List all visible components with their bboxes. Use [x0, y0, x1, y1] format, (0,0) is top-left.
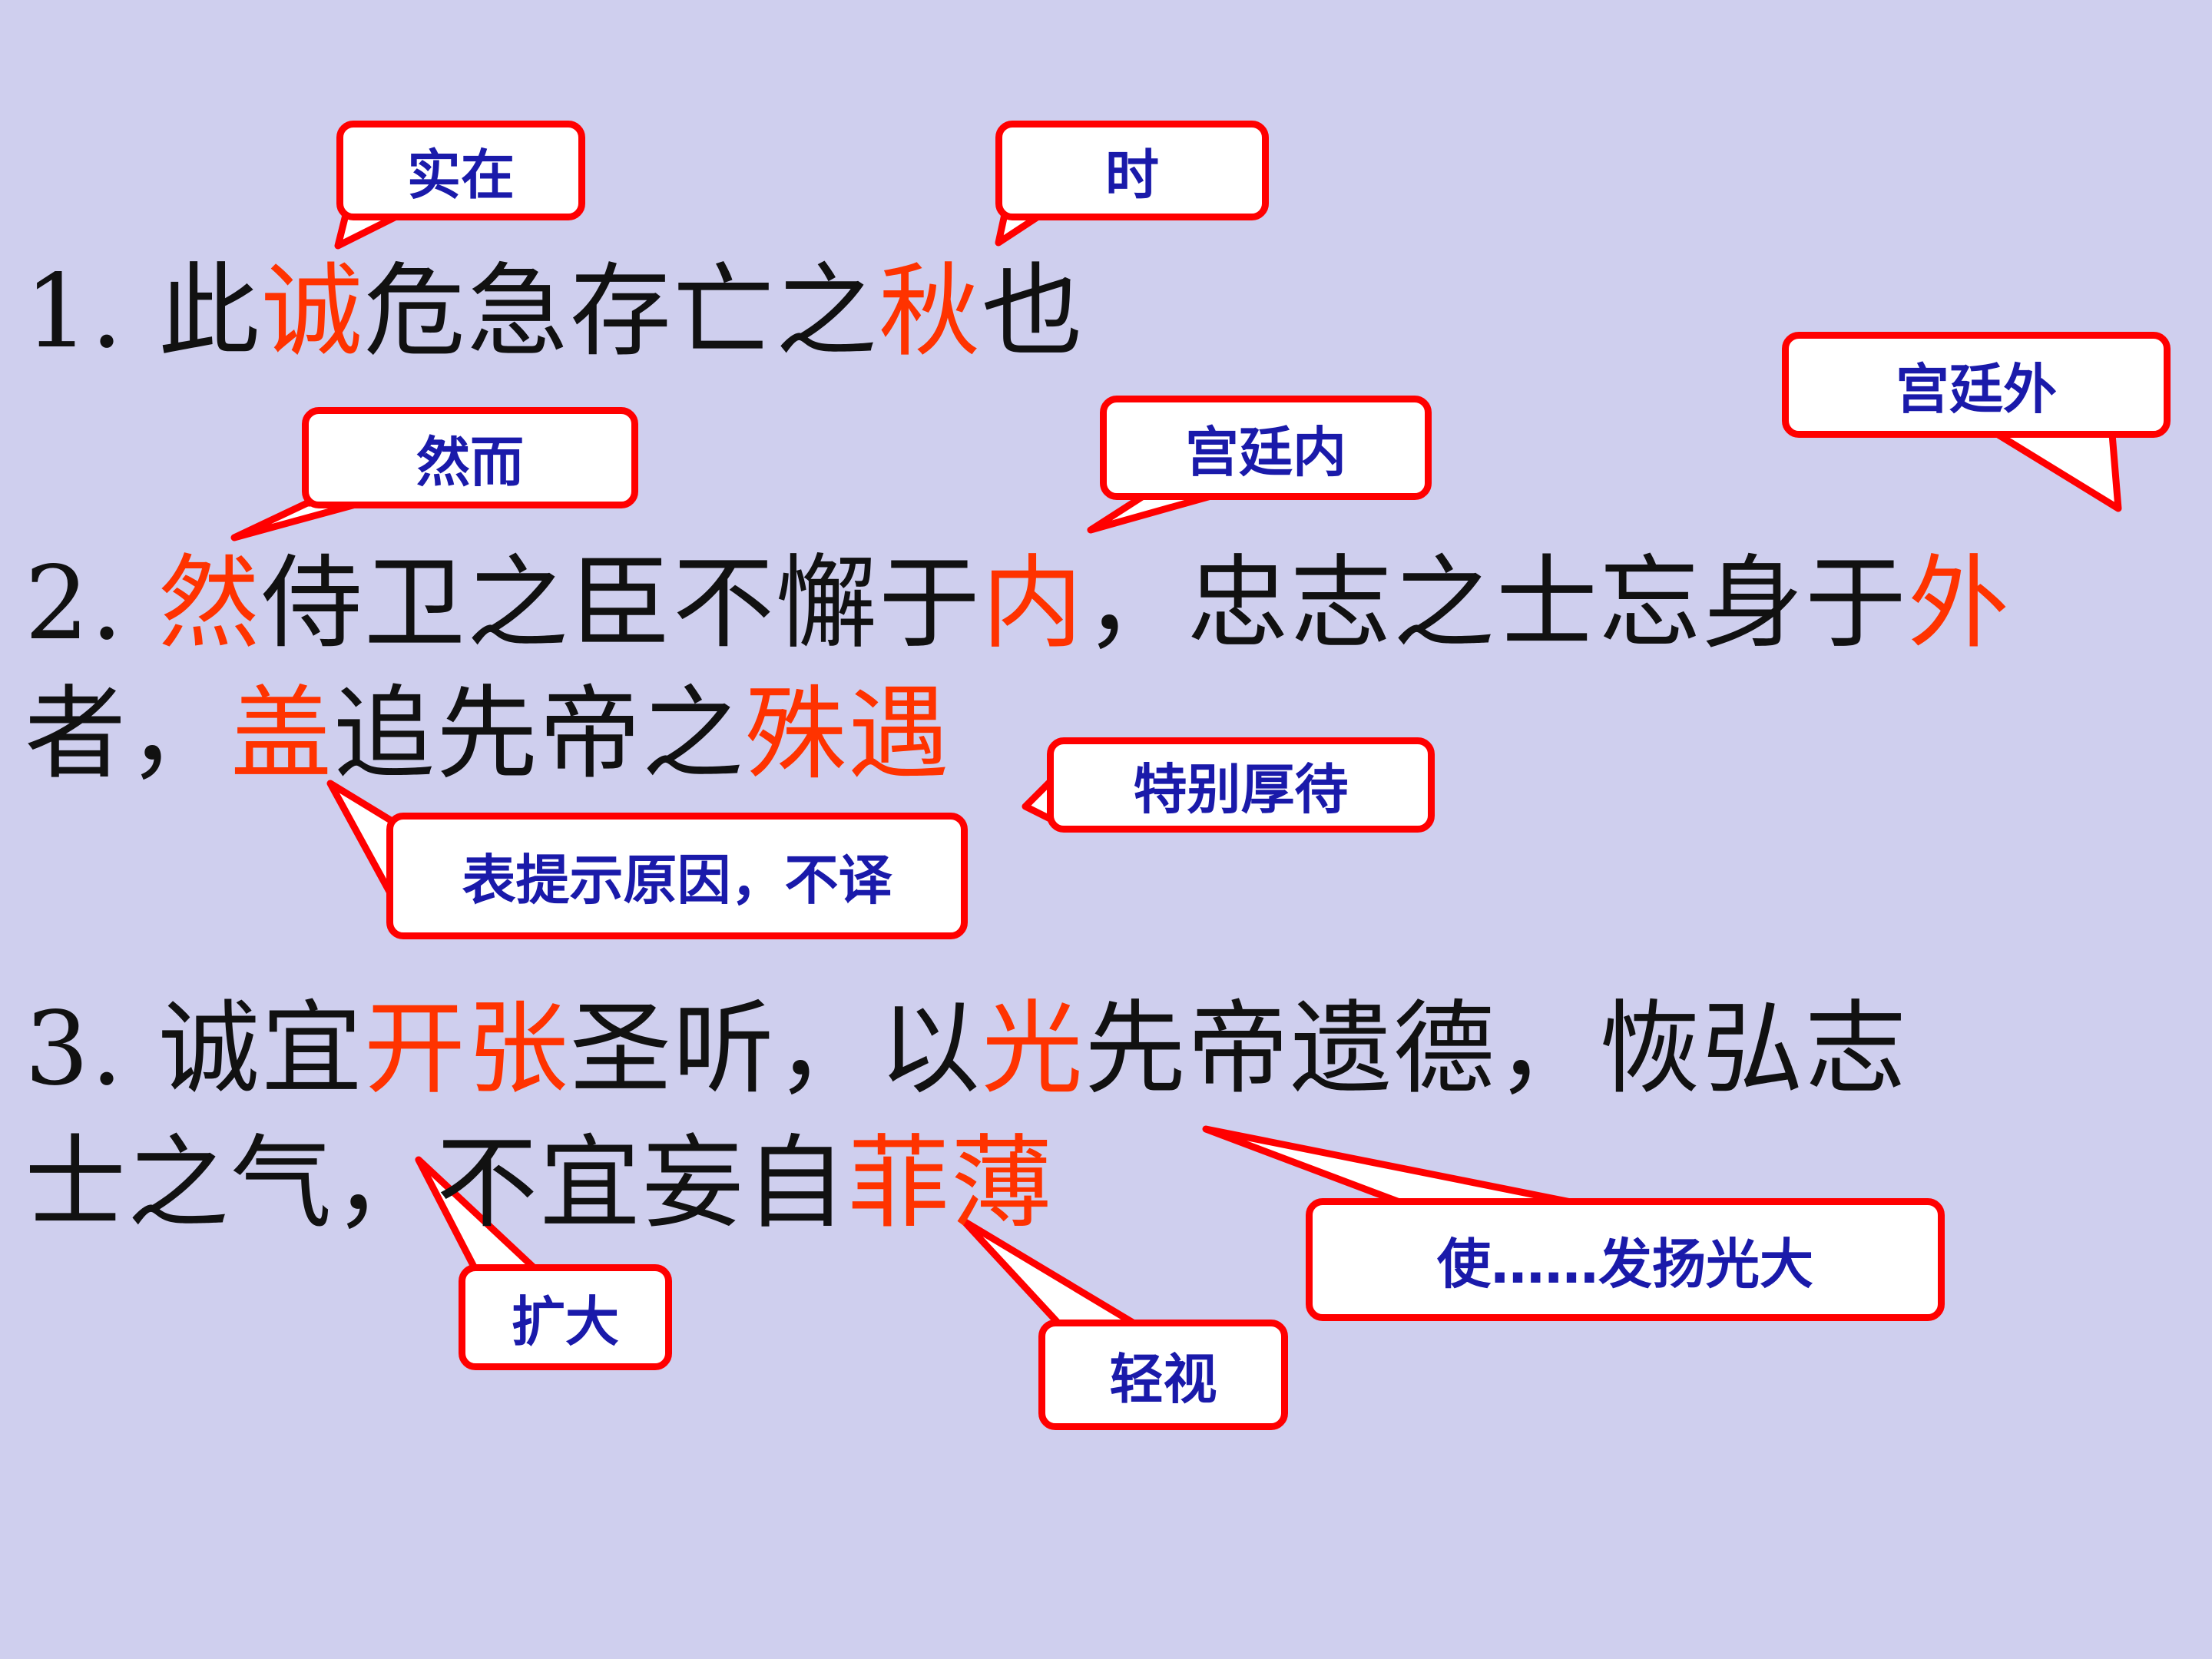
- highlighted-word: 内: [981, 545, 1084, 663]
- highlighted-word: 外: [1907, 545, 2011, 663]
- callout-qingshi: 轻视: [1038, 1320, 1288, 1430]
- callout-text: 然而: [416, 430, 524, 494]
- callout-shi: 时: [995, 121, 1269, 220]
- sentence-text: 1. 此: [25, 253, 261, 371]
- callout-tail-biaotishi: [326, 780, 397, 902]
- sentence-text: 士之气，不宜妄自: [25, 1124, 848, 1243]
- sentence-2-line-2: 者，盖追先帝之殊遇: [25, 684, 951, 785]
- callout-text: 扩大: [512, 1290, 619, 1353]
- sentence-1-line-1: 1. 此诚危急存亡之秋也: [25, 261, 1084, 363]
- callout-text: 宫廷内: [1185, 420, 1346, 484]
- sentence-text: 也: [981, 253, 1084, 371]
- highlighted-word: 光: [981, 990, 1084, 1108]
- sentence-3-line-2: 士之气，不宜妄自菲薄: [25, 1133, 1054, 1234]
- callout-biaotishi: 表提示原因，不译: [386, 813, 968, 939]
- highlighted-word: 开张: [363, 990, 570, 1108]
- callout-text: 特别厚待: [1133, 757, 1349, 821]
- sentence-text: 侍卫之臣不懈于: [260, 545, 982, 663]
- highlighted-word: 秋: [878, 253, 982, 371]
- callout-kuoda: 扩大: [459, 1264, 672, 1370]
- callout-tail-shifayang: [1202, 1125, 1586, 1208]
- callout-tebiehoudai: 特别厚待: [1047, 737, 1435, 833]
- highlighted-word: 然: [157, 545, 261, 663]
- callout-gongtingnei: 宫廷内: [1100, 396, 1432, 500]
- callout-text: 轻视: [1109, 1347, 1217, 1411]
- callout-tail-gongtingnei: [1087, 492, 1217, 534]
- highlighted-word: 菲薄: [848, 1124, 1054, 1243]
- callout-text: 时: [1105, 143, 1159, 207]
- sentence-3-line-1: 3. 诚宜开张圣听，以光先帝遗德，恢弘志: [25, 998, 1908, 1100]
- callout-shifayang: 使……发扬光大: [1306, 1198, 1945, 1321]
- sentence-text: 2.: [25, 545, 158, 663]
- callout-text: 表提示原因，不译: [462, 849, 892, 912]
- callout-text: 使……发扬光大: [1437, 1232, 1813, 1296]
- callout-text: 宫廷外: [1896, 357, 2057, 421]
- sentence-text: 追先帝之: [333, 675, 745, 793]
- highlighted-word: 诚: [260, 253, 364, 371]
- sentence-text: ，忠志之士忘身于: [1084, 545, 1908, 663]
- callout-raner: 然而: [302, 407, 638, 508]
- sentence-text: 3. 诚宜: [25, 990, 364, 1108]
- callout-gongtingwai: 宫廷外: [1782, 332, 2171, 438]
- callout-shizai: 实在: [336, 121, 585, 220]
- highlighted-word: 殊遇: [745, 675, 951, 793]
- sentence-text: 危急存亡之: [363, 253, 879, 371]
- callout-text: 实在: [407, 143, 515, 207]
- highlighted-word: 盖: [230, 675, 333, 793]
- sentence-2-line-1: 2. 然侍卫之臣不懈于内，忠志之士忘身于外: [25, 553, 2011, 654]
- sentence-text: 圣听，以: [569, 990, 982, 1108]
- sentence-text: 先帝遗德，恢弘志: [1084, 990, 1908, 1108]
- callout-tail-gongtingwai: [1993, 430, 2122, 512]
- sentence-text: 者，: [25, 675, 230, 793]
